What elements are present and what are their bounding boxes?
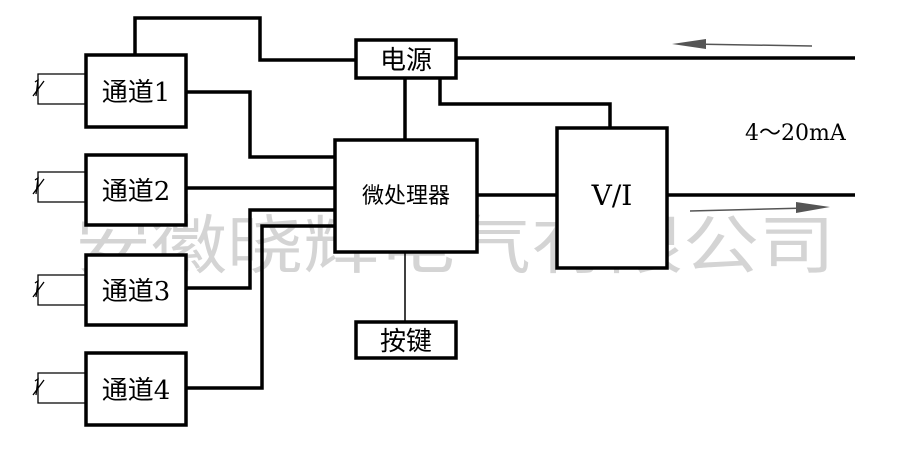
- output-current-label: 4～20mA: [745, 121, 847, 146]
- keys-block: 按键: [354, 320, 458, 360]
- wire-channel4-mcu: [186, 224, 335, 390]
- channel-2-block: 通道2: [84, 153, 188, 227]
- input-arrow: [672, 39, 813, 49]
- microprocessor-label: 微处理器: [362, 184, 450, 209]
- wire-channel1-mcu: [186, 90, 335, 159]
- wire-channel3-mcu: [186, 208, 335, 290]
- sensor-1-icon: [32, 73, 86, 105]
- vi-converter-label: V/I: [591, 179, 633, 212]
- channel-3-label: 通道3: [102, 277, 171, 307]
- channel-1-label: 通道1: [102, 78, 171, 108]
- power-label: 电源: [380, 46, 432, 76]
- wire-power-vi: [438, 78, 612, 128]
- sensor-3-icon: [32, 274, 86, 306]
- sensor-4-icon: [32, 372, 86, 404]
- power-block: 电源: [354, 38, 458, 80]
- channel-4-label: 通道4: [102, 376, 171, 406]
- sensor-2-icon: [32, 171, 86, 203]
- channel-2-label: 通道2: [102, 177, 171, 207]
- channel-4-block: 通道4: [84, 351, 188, 427]
- channel-3-block: 通道3: [84, 253, 188, 327]
- vi-converter-block: V/I: [555, 126, 669, 270]
- channel-1-block: 通道1: [84, 53, 188, 129]
- microprocessor-block: 微处理器: [333, 138, 479, 254]
- output-arrow: [689, 202, 830, 213]
- keys-label: 按键: [380, 327, 432, 357]
- wire-channel1-power: [133, 16, 356, 62]
- sensors: [32, 73, 86, 404]
- wiring: [133, 16, 855, 390]
